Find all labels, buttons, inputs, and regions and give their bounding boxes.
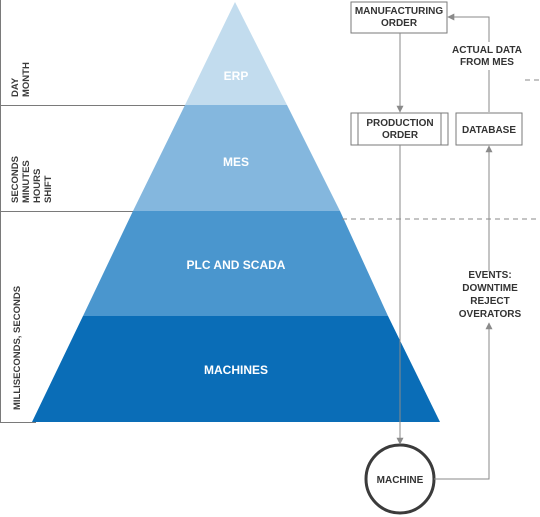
production-order-box: PRODUCTION ORDER (350, 112, 449, 146)
erp-timescale-day: DAY (10, 77, 21, 97)
database-label: DATABASE (462, 125, 516, 136)
erp-label: ERP (224, 69, 249, 83)
actual-data-line2: FROM MES (460, 57, 514, 68)
actual-data-arrow (447, 13, 490, 42)
events-line3: REJECT (470, 296, 509, 307)
erp-timescale-month: MONTH (21, 62, 32, 97)
plc-scada-label: PLC AND SCADA (187, 258, 286, 272)
plc-scada-tier (83, 211, 388, 316)
erp-tier (185, 2, 287, 105)
mes-timescale-shift: SHIFT (43, 175, 54, 203)
actual-data-line1: ACTUAL DATA (452, 45, 522, 56)
mes-timescale-minutes: MINUTES (21, 160, 32, 203)
events-line2: DOWNTIME (462, 283, 518, 294)
manufacturing-order-box: MANUFACTURING ORDER (350, 1, 448, 34)
events-line1: EVENTS: (468, 270, 511, 281)
mes-timescale-hours: HOURS (32, 169, 43, 203)
database-box: DATABASE (455, 112, 523, 146)
machine-node: MACHINE (364, 443, 436, 515)
events-line4: OVERATORS (459, 309, 522, 320)
mes-timescale-seconds: SECONDS (10, 156, 21, 203)
timescale-frame (0, 0, 185, 423)
machine-events-arrow (434, 322, 493, 480)
machine-label: MACHINE (377, 475, 424, 486)
mes-tier (133, 105, 340, 211)
manufacturing-order-line1: MANUFACTURING (355, 6, 444, 17)
pyramid: ERP MES PLC AND SCADA MACHINES (32, 2, 440, 422)
production-order-line1: PRODUCTION (366, 118, 433, 129)
machines-timescale: MILLISECONDS, SECONDS (12, 286, 23, 410)
machines-tier (32, 316, 440, 422)
production-order-line2: ORDER (382, 130, 419, 141)
machines-label: MACHINES (204, 363, 268, 377)
mes-label: MES (223, 155, 249, 169)
manufacturing-order-line2: ORDER (381, 18, 418, 29)
